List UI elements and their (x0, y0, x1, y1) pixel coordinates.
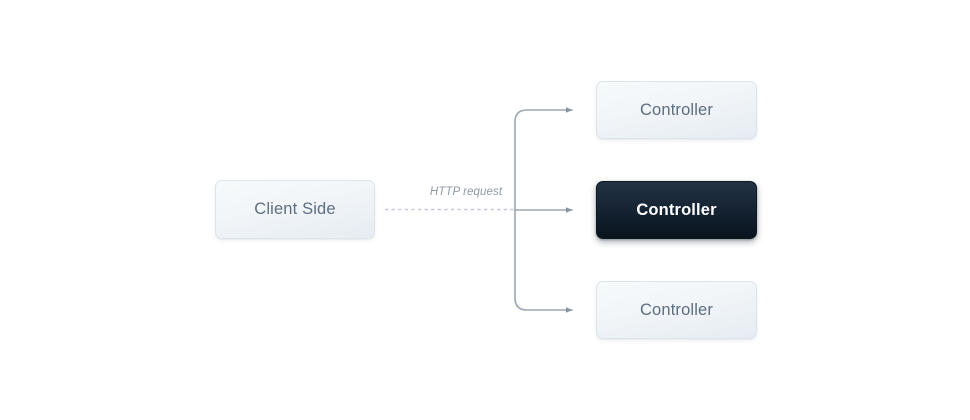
edge-label-http-request: HTTP request (429, 186, 503, 198)
node-controller-active[interactable]: Controller (596, 181, 757, 239)
node-controller-top-label: Controller (639, 100, 714, 119)
node-controller-top[interactable]: Controller (596, 81, 757, 139)
node-controller-active-label: Controller (636, 200, 717, 219)
node-client-side[interactable]: Client Side (215, 180, 375, 239)
branch-bus-bottom (514, 209, 573, 313)
node-controller-bottom-label: Controller (639, 300, 714, 319)
node-controller-bottom[interactable]: Controller (596, 281, 757, 339)
branch-bus-top (514, 107, 573, 211)
node-client-side-label: Client Side (254, 200, 336, 218)
